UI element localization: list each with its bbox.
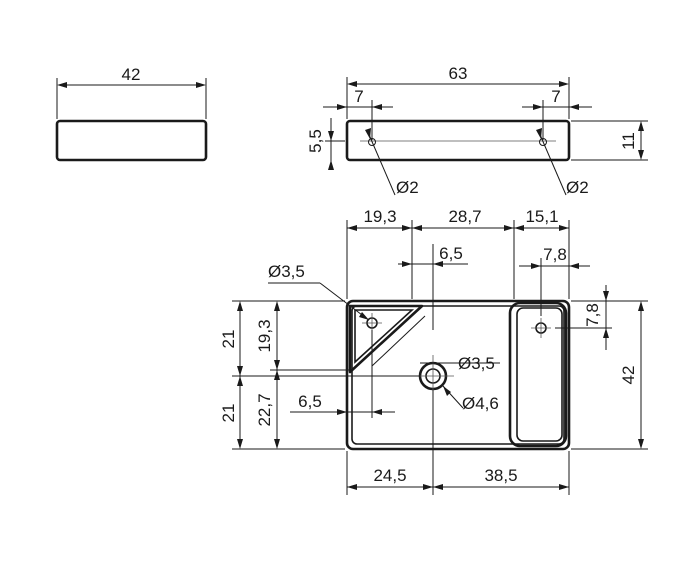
front-right-offset-label: 7	[551, 87, 560, 106]
top-view-outline	[345, 299, 571, 451]
front-length-label: 63	[449, 64, 468, 83]
side-width-label: 42	[122, 65, 141, 84]
left-19-3-label: 19,3	[255, 319, 274, 352]
right-soap-pocket	[508, 301, 568, 448]
bottom-right-label: 38,5	[484, 466, 517, 485]
front-left-offset-label: 7	[354, 87, 363, 106]
left-triangle-pocket	[348, 304, 424, 374]
top-offset-label: 6,5	[439, 244, 463, 263]
bottom-offset-label: 6,5	[298, 392, 322, 411]
front-left-hole-leader	[366, 129, 396, 196]
top-seg-left-label: 19,3	[363, 207, 396, 226]
front-right-hole-leader	[537, 129, 567, 196]
right-pocket-y-label: 7,8	[583, 303, 602, 327]
side-view-outline	[55, 119, 208, 162]
left-lower-21-label: 21	[219, 404, 238, 423]
top-view: 19,3 28,7 15,1 6,5 7,8 7,8 42	[219, 207, 648, 495]
left-hole-dia-label: Ø3,5	[268, 262, 305, 281]
front-view-outline	[345, 119, 571, 162]
top-seg-mid-label: 28,7	[448, 207, 481, 226]
left-upper-21-label: 21	[219, 330, 238, 349]
basin-inner-outline	[351, 305, 565, 445]
top-seg-right-label: 15,1	[525, 207, 558, 226]
drain-inner-dia-label: Ø3,5	[458, 354, 495, 373]
side-view: 42	[55, 65, 208, 162]
front-left-hole-label: Ø2	[396, 178, 419, 197]
front-height-label: 11	[619, 132, 638, 150]
top-height-label: 42	[619, 366, 638, 385]
front-hole-height-label: 5,5	[306, 129, 325, 153]
front-right-hole-label: Ø2	[566, 178, 589, 197]
bottom-left-label: 24,5	[373, 466, 406, 485]
left-22-7-label: 22,7	[255, 393, 274, 426]
drain-outer-dia-label: Ø4,6	[462, 394, 499, 413]
front-view: 63 7 7 5,5 11 Ø2 Ø2	[306, 64, 648, 197]
right-pocket-x-label: 7,8	[543, 245, 567, 264]
